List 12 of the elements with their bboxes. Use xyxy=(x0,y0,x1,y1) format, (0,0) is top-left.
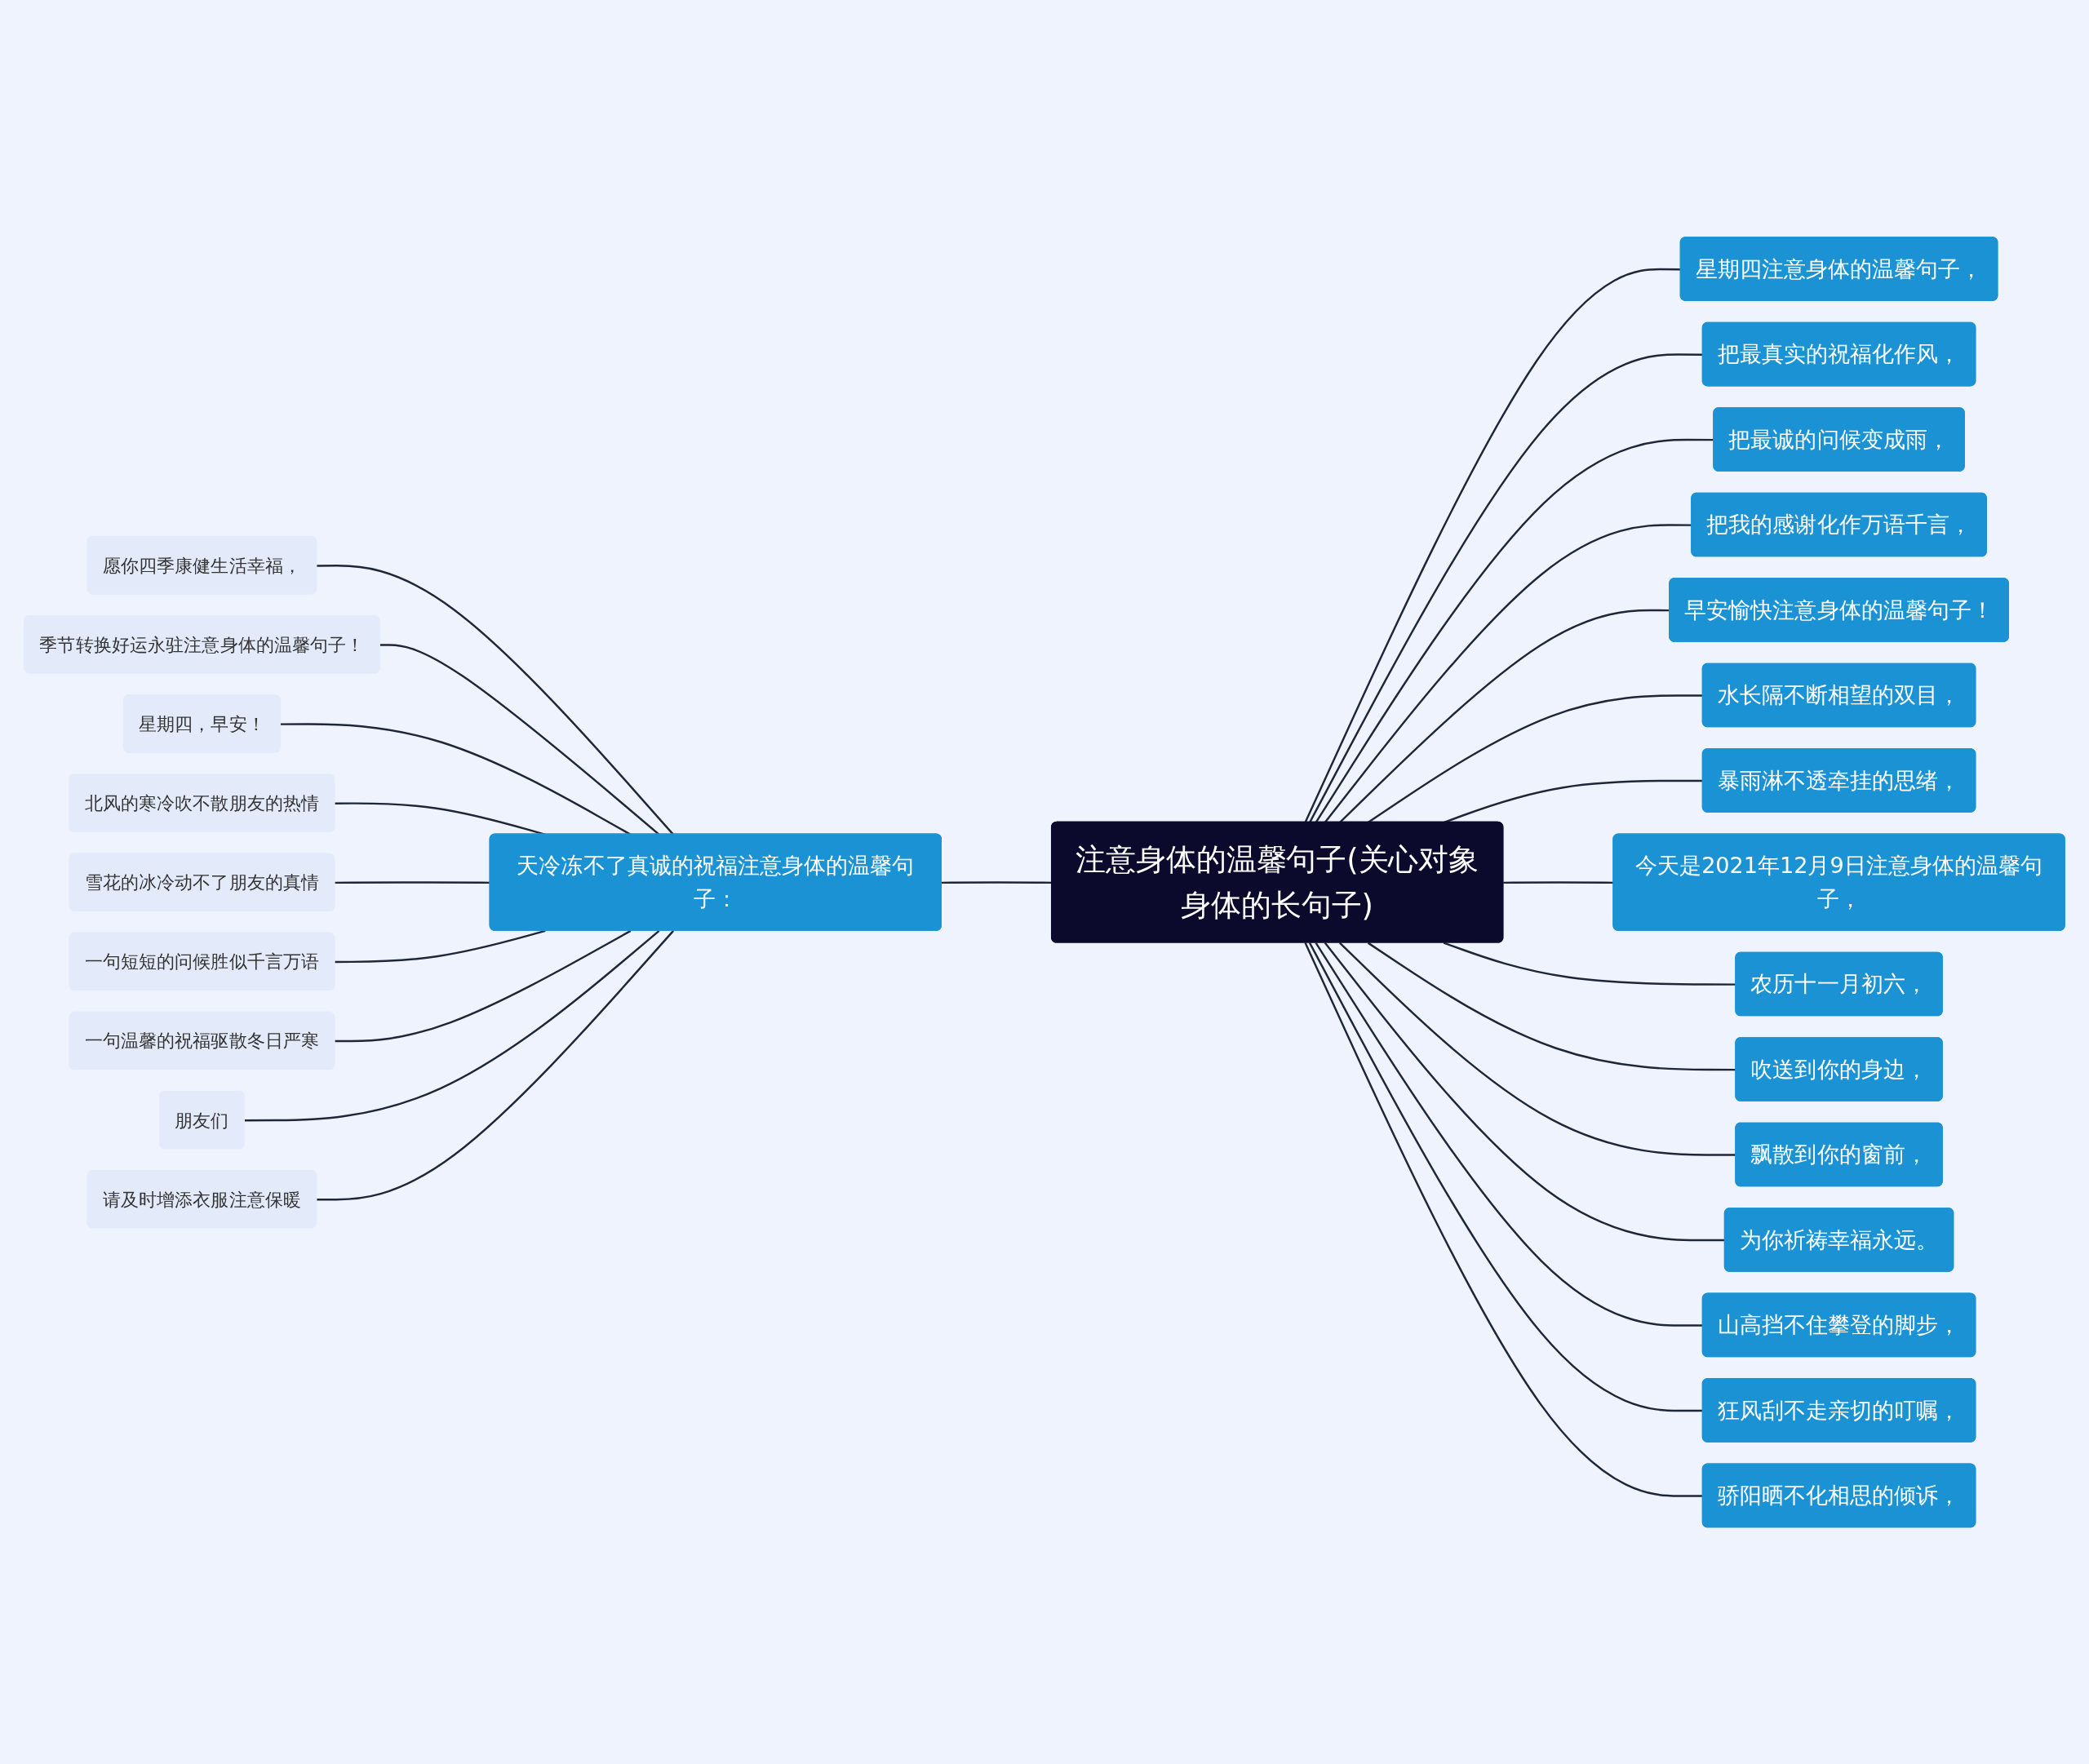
connector xyxy=(335,880,490,884)
connector xyxy=(1308,942,1703,1412)
connector xyxy=(335,929,632,1043)
connector xyxy=(317,929,675,1201)
connector xyxy=(1308,353,1703,823)
connector xyxy=(244,929,660,1122)
connector xyxy=(1315,942,1703,1327)
connector xyxy=(1304,942,1703,1497)
connector xyxy=(335,929,546,963)
connector xyxy=(1443,779,1703,823)
connector xyxy=(1367,694,1703,823)
connector xyxy=(1304,268,1681,823)
